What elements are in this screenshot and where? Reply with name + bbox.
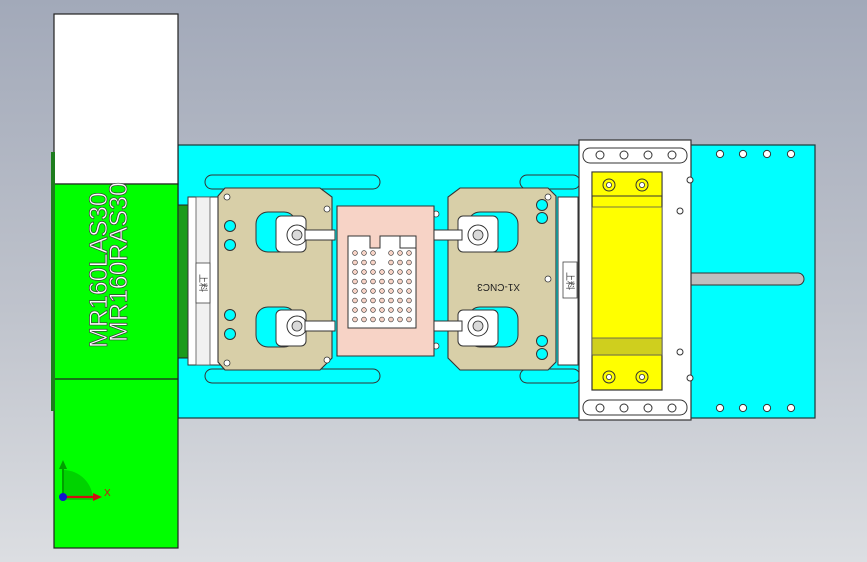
pin-hole bbox=[352, 297, 358, 304]
pin-hole bbox=[370, 307, 376, 313]
pin-hole bbox=[352, 316, 358, 323]
pin-hole bbox=[379, 316, 385, 323]
pin-hole bbox=[352, 269, 358, 275]
pin-hole bbox=[379, 278, 385, 285]
right-marker: 上料 bbox=[557, 196, 579, 366]
pin-hole bbox=[406, 250, 412, 256]
pin-hole bbox=[370, 278, 376, 285]
base-holes bbox=[715, 149, 796, 413]
pin-hole bbox=[370, 316, 376, 323]
pin-hole bbox=[370, 250, 376, 256]
clamp-block-screw-cores bbox=[606, 181, 646, 380]
clamp-top-left[interactable] bbox=[275, 215, 336, 253]
pin-hole bbox=[352, 307, 358, 313]
pin-hole bbox=[388, 259, 394, 266]
pin-hole bbox=[406, 269, 412, 275]
pin-hole bbox=[379, 297, 385, 304]
pin-hole bbox=[406, 297, 412, 304]
pin-hole bbox=[388, 269, 394, 275]
pin-hole bbox=[361, 307, 367, 313]
part-label-1: MR160LAS30 bbox=[85, 192, 113, 348]
pin-grid bbox=[352, 250, 412, 323]
pin-hole bbox=[361, 269, 367, 275]
frame-holes bbox=[595, 150, 694, 413]
left-marker: 上料 bbox=[195, 262, 211, 304]
center-label: X1-CNC3 bbox=[477, 281, 520, 292]
clamp-bottom-left[interactable] bbox=[275, 309, 336, 347]
pin-hole bbox=[406, 316, 412, 323]
pin-hole bbox=[370, 269, 376, 275]
pin-hole bbox=[397, 250, 403, 256]
pin-hole bbox=[352, 288, 358, 294]
mark-left: 上料 bbox=[198, 274, 209, 292]
clamp-bottom-right[interactable] bbox=[433, 309, 499, 347]
orientation-triad: X bbox=[59, 460, 111, 501]
pin-hole bbox=[388, 288, 394, 294]
pin-hole bbox=[397, 259, 403, 266]
pin-hole bbox=[361, 278, 367, 285]
pin-hole bbox=[379, 269, 385, 275]
pin-hole bbox=[397, 269, 403, 275]
pin-hole bbox=[352, 278, 358, 285]
pin-hole bbox=[406, 307, 412, 313]
pin-hole bbox=[388, 250, 394, 256]
pin-hole bbox=[397, 288, 403, 294]
pin-hole bbox=[397, 316, 403, 323]
pin-hole bbox=[397, 297, 403, 304]
center-insert[interactable] bbox=[336, 205, 435, 357]
pin-hole bbox=[388, 278, 394, 285]
pin-hole bbox=[379, 307, 385, 313]
pin-hole bbox=[370, 297, 376, 304]
pin-hole bbox=[361, 259, 367, 266]
mark-right: 上料 bbox=[565, 272, 576, 290]
clamp-top-right[interactable] bbox=[433, 215, 499, 253]
pin-hole bbox=[370, 288, 376, 294]
fixture-holes bbox=[224, 199, 548, 360]
pin-hole bbox=[388, 316, 394, 323]
pin-hole bbox=[388, 297, 394, 304]
pin-hole bbox=[361, 297, 367, 304]
pin-hole bbox=[361, 288, 367, 294]
clamp-block[interactable] bbox=[591, 171, 663, 391]
part-label-2: MR160RAS30 bbox=[105, 182, 133, 342]
triad-x-label: X bbox=[104, 488, 111, 499]
right-slot bbox=[675, 272, 805, 286]
pin-hole bbox=[397, 307, 403, 313]
pin-hole bbox=[379, 288, 385, 294]
pin-hole bbox=[352, 259, 358, 266]
pin-hole bbox=[361, 316, 367, 323]
pin-hole bbox=[406, 259, 412, 266]
pin-hole bbox=[406, 288, 412, 294]
pin-hole bbox=[361, 250, 367, 256]
pin-hole bbox=[397, 278, 403, 285]
pin-hole bbox=[388, 307, 394, 313]
fixture-pins bbox=[223, 193, 552, 367]
pin-hole bbox=[352, 250, 358, 256]
pin-hole bbox=[406, 278, 412, 285]
pin-hole bbox=[370, 259, 376, 266]
